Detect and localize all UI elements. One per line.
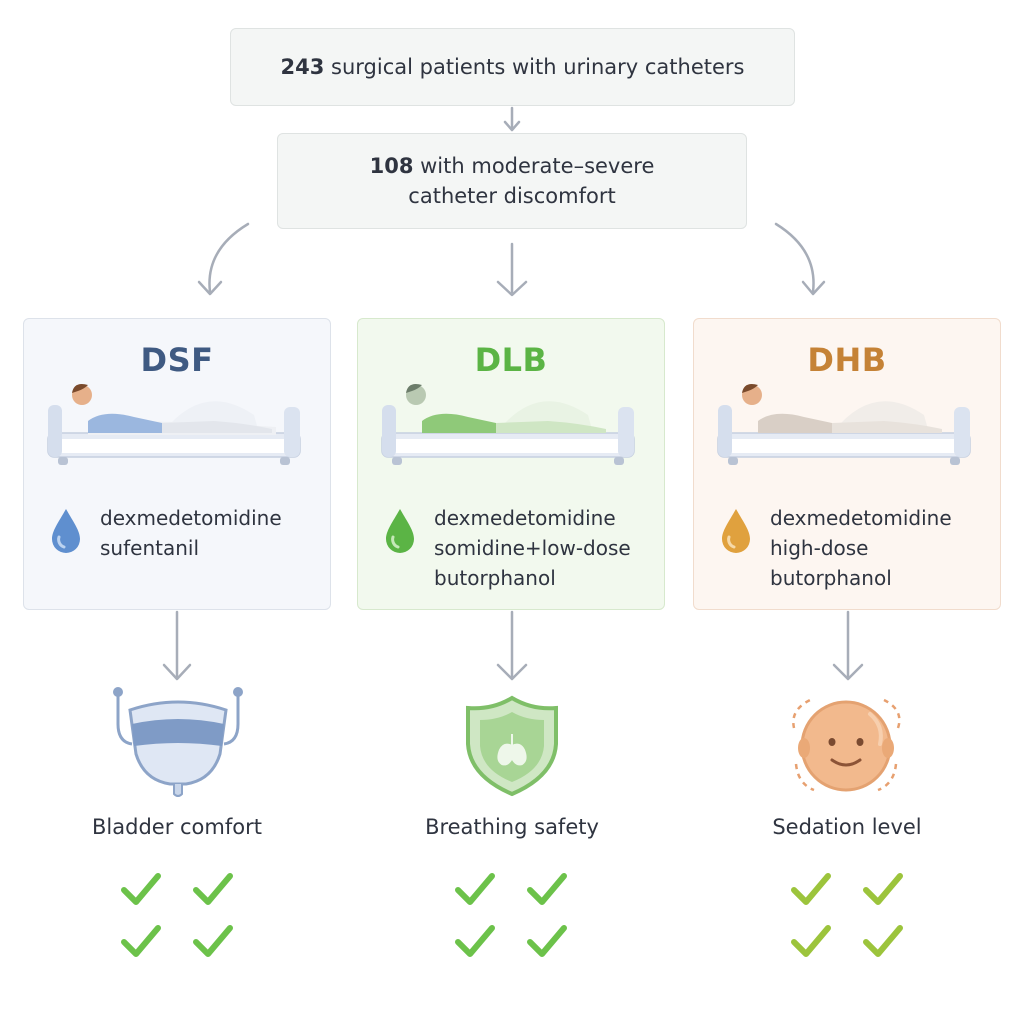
- enrollment-box: 243 surgical patients with urinary cathe…: [230, 28, 795, 106]
- check-icon: [193, 925, 233, 957]
- check-icon: [527, 873, 567, 905]
- drug-line: high-dose: [770, 536, 869, 560]
- drug-line: butorphanol: [434, 566, 556, 590]
- drug-description: dexmedetomidine sufentanil: [100, 503, 328, 563]
- drug-description: dexmedetomidine somidine+low-dose butorp…: [434, 503, 662, 593]
- arrow-mid-to-dhb: [774, 222, 815, 294]
- eligible-text-line1: with moderate–severe: [413, 154, 655, 178]
- drug-description: dexmedetomidine high-dose butorphanol: [770, 503, 998, 593]
- eligible-box: 108 with moderate–severe catheter discom…: [277, 133, 747, 229]
- patient-bed-icon: [47, 384, 301, 465]
- drug-line: sufentanil: [100, 536, 200, 560]
- drop-icon: [52, 509, 80, 553]
- check-icon: [791, 925, 831, 957]
- shield-lungs-icon: [466, 695, 558, 797]
- drop-icon: [386, 509, 414, 553]
- arm-title: DLB: [474, 341, 548, 379]
- check-icon: [527, 925, 567, 957]
- arm-title: DHB: [807, 341, 887, 379]
- drug-line: dexmedetomidine: [434, 506, 616, 530]
- arm-dsf-card: DSF dexmedetomidine sufentanil: [23, 318, 331, 610]
- drug-line: butorphanol: [770, 566, 892, 590]
- drug-line: somidine+low-dose: [434, 536, 631, 560]
- enrollment-count: 243: [280, 55, 325, 79]
- check-group-sedation: [791, 873, 903, 957]
- arm-dlb-card: DLB dexmedetomidine somidine+low-dose bu…: [357, 318, 665, 610]
- eligible-text-line2: catheter discomfort: [408, 184, 616, 208]
- outcome-label-bladder: Bladder comfort: [92, 815, 262, 839]
- check-group-breathing: [455, 873, 567, 957]
- check-icon: [193, 873, 233, 905]
- patient-bed-icon: [717, 384, 971, 465]
- check-icon: [791, 873, 831, 905]
- drop-icon: [722, 509, 750, 553]
- arm-title: DSF: [140, 341, 214, 379]
- check-icon: [121, 873, 161, 905]
- bladder-icon: [113, 687, 243, 797]
- check-icon: [455, 925, 495, 957]
- enrollment-text: surgical patients with urinary catheters: [324, 55, 745, 79]
- face-icon: [792, 698, 901, 792]
- eligible-count: 108: [369, 154, 414, 178]
- check-group-bladder: [121, 873, 233, 957]
- patient-bed-icon: [381, 384, 635, 465]
- arrow-mid-to-dsf: [208, 222, 250, 294]
- check-icon: [863, 925, 903, 957]
- check-icon: [121, 925, 161, 957]
- outcome-label-sedation: Sedation level: [772, 815, 922, 839]
- check-icon: [455, 873, 495, 905]
- drug-line: dexmedetomidine: [100, 506, 282, 530]
- drug-line: dexmedetomidine: [770, 506, 952, 530]
- check-icon: [863, 873, 903, 905]
- arm-dhb-card: DHB dexmedetomidine high-dose butorphano…: [693, 318, 1001, 610]
- outcome-label-breathing: Breathing safety: [425, 815, 599, 839]
